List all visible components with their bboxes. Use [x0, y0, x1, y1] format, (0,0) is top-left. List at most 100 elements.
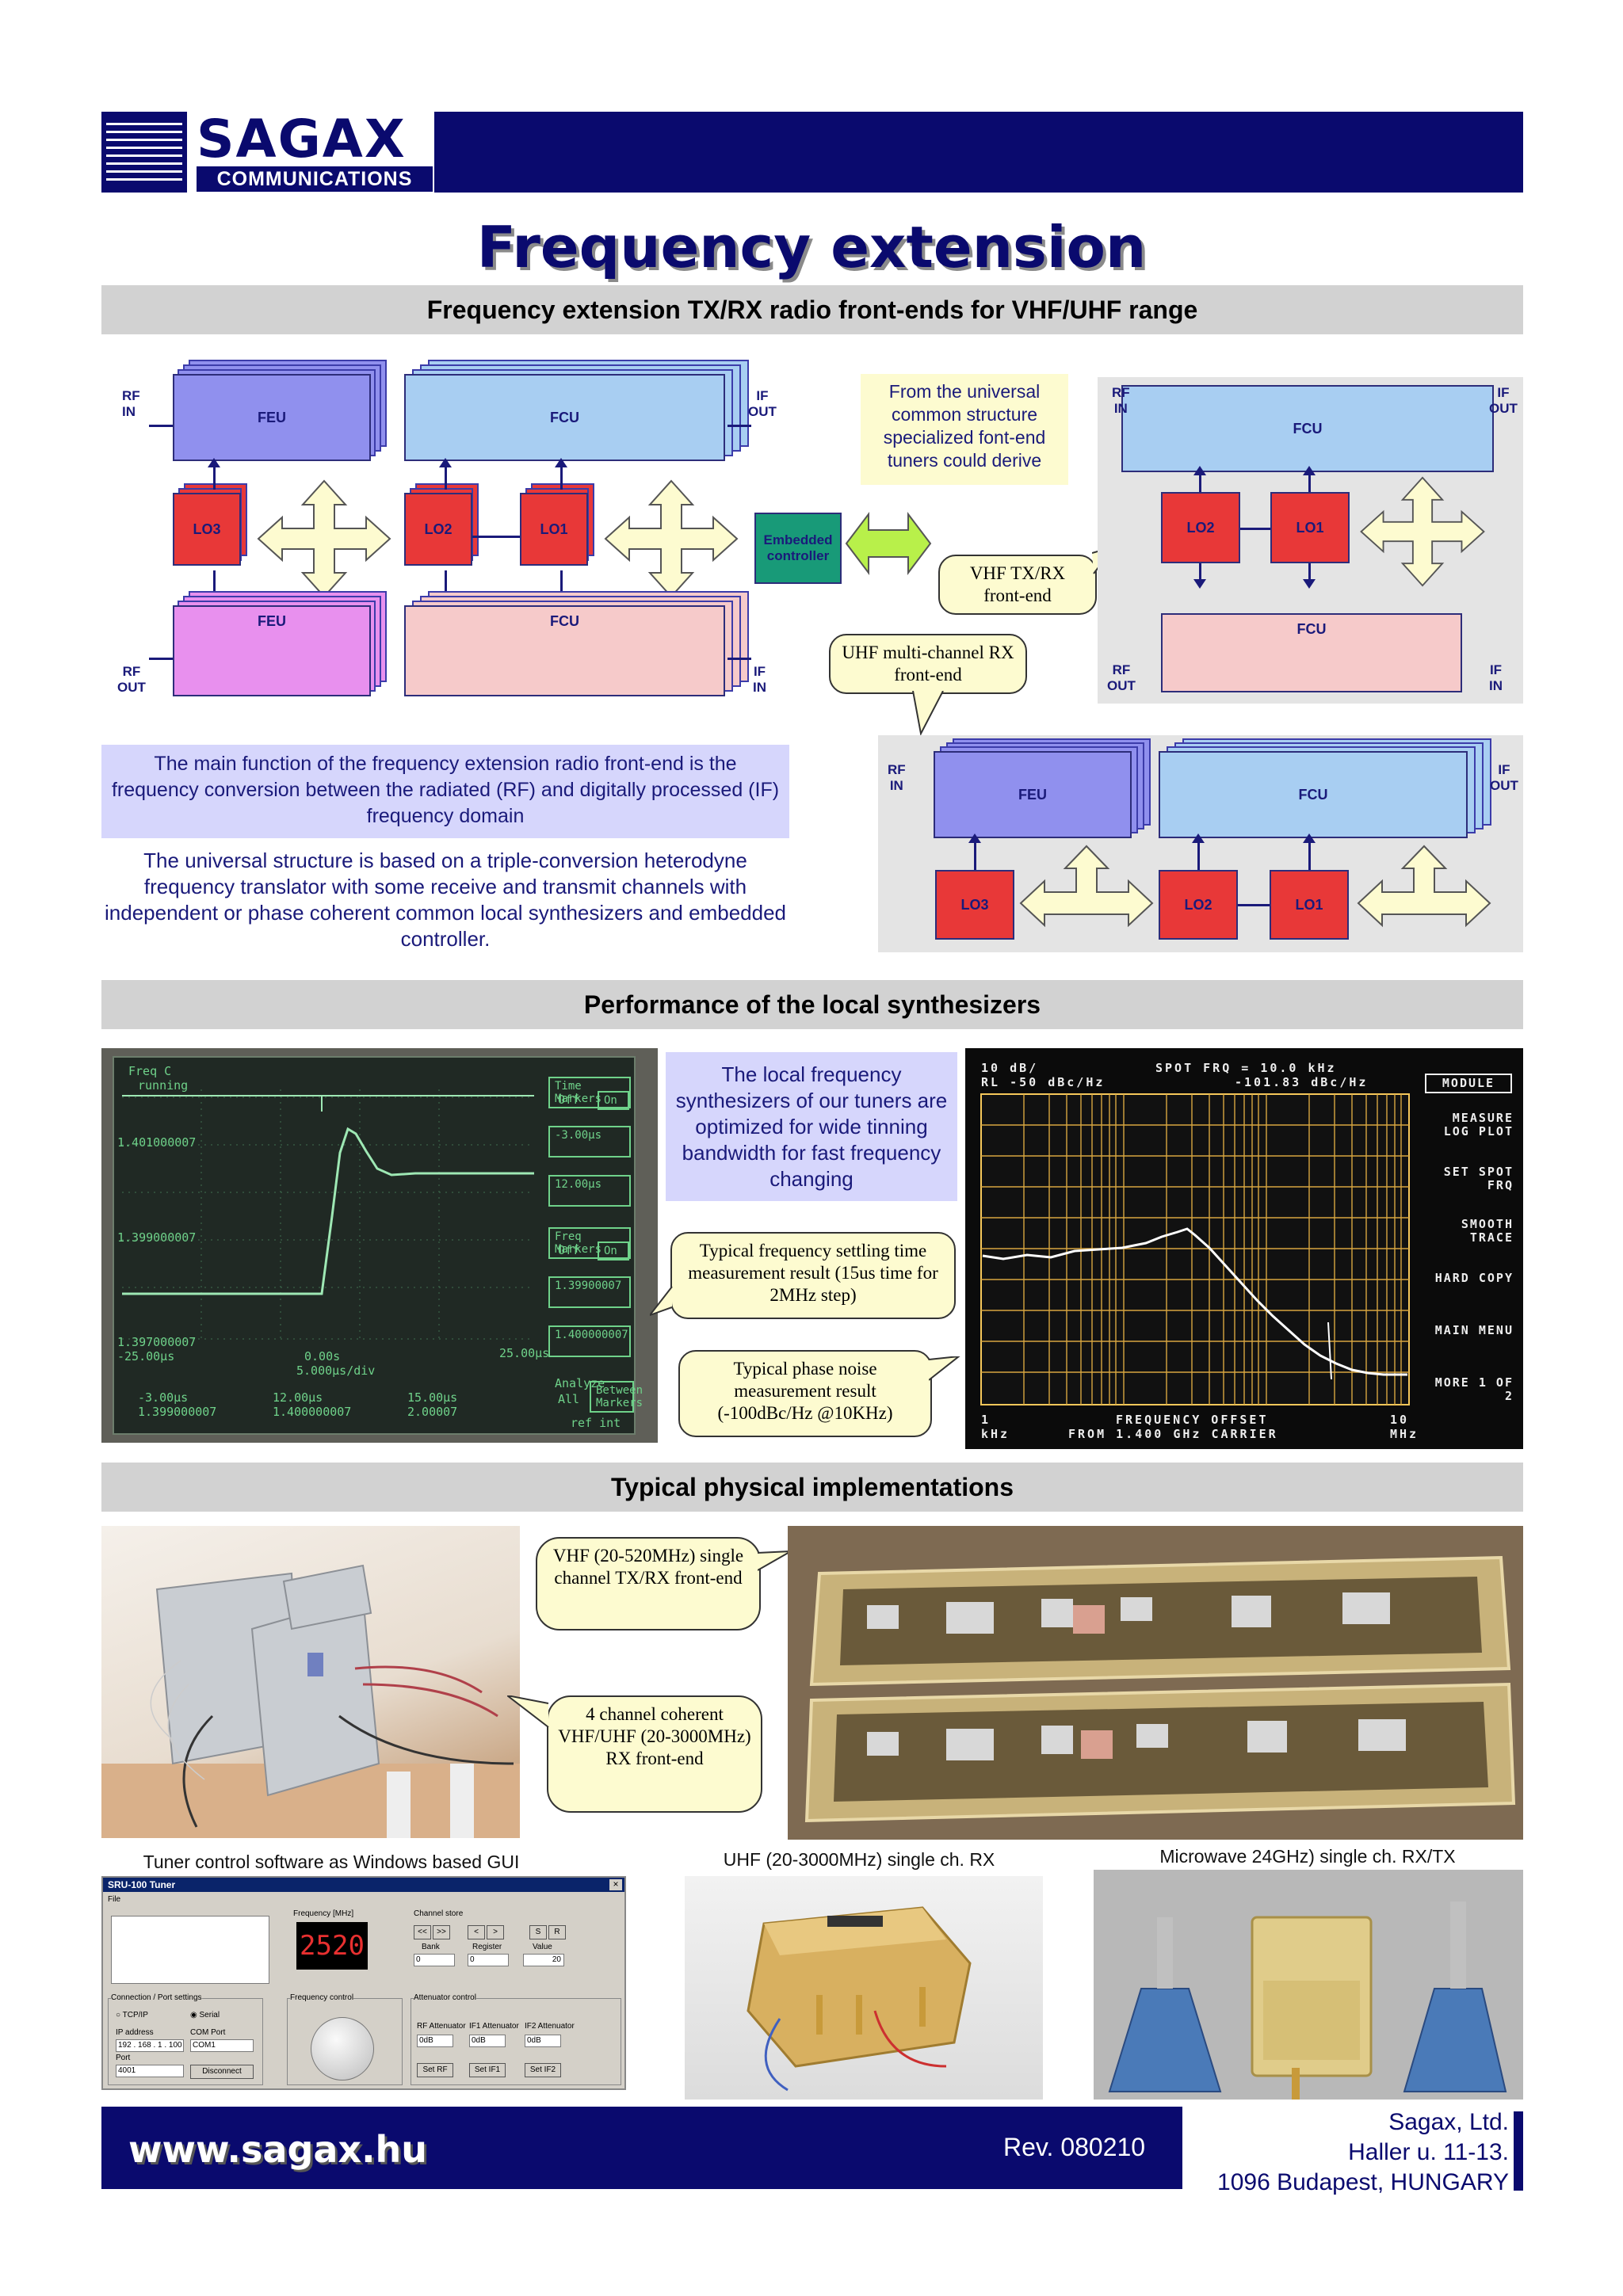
- if1-att-label: IF1 Attenuator: [469, 2022, 519, 2031]
- port-field[interactable]: 4001: [116, 2065, 184, 2077]
- feu-block-top: FEU: [173, 374, 371, 461]
- lo2-up-arrow: [439, 458, 452, 490]
- section-heading-2: Performance of the local synthesizers: [101, 980, 1523, 1029]
- com-select[interactable]: COM1: [190, 2039, 254, 2052]
- website-link[interactable]: www.sagax.hu: [128, 2128, 428, 2171]
- uhf-callout: UHF multi-channel RX front-end: [829, 634, 1027, 694]
- uhf-lo3-block: LO3: [935, 870, 1014, 940]
- file-menu[interactable]: File: [108, 1895, 121, 1904]
- set-if2-button[interactable]: Set IF2: [525, 2063, 561, 2077]
- scope-on-softkey: On: [598, 1241, 629, 1261]
- fcu-block-bottom: FCU: [404, 605, 725, 696]
- section-heading-3: Typical physical implementations: [101, 1463, 1523, 1512]
- vhf-arrow: [1303, 563, 1316, 589]
- four-channel-callout: 4 channel coherent VHF/UHF (20-3000MHz) …: [547, 1695, 762, 1813]
- smooth-trace-softkey: SMOOTH TRACE: [1461, 1217, 1514, 1245]
- bank-select[interactable]: 0: [414, 1954, 455, 1966]
- feu-top-stack: FEU: [173, 360, 395, 463]
- disconnect-button[interactable]: Disconnect: [190, 2065, 254, 2079]
- next-register-button[interactable]: >: [487, 1925, 504, 1939]
- tcpip-radio[interactable]: ○ TCP/IP: [116, 2011, 148, 2019]
- log-textarea[interactable]: [111, 1916, 269, 1984]
- vhf-lo1-block: LO1: [1270, 492, 1350, 563]
- com-label: COM Port: [190, 2028, 226, 2037]
- value-field[interactable]: 20: [523, 1954, 564, 1966]
- analyzer-x-end-unit: MHz: [1390, 1427, 1419, 1441]
- scope-marker2: 12.00µs: [273, 1390, 323, 1405]
- universal-structure-note: From the universal common structure spec…: [861, 374, 1068, 485]
- vhf-arrow: [1303, 466, 1316, 492]
- prev-register-button[interactable]: <: [468, 1925, 485, 1939]
- logo-lines-icon: [101, 112, 187, 193]
- company-address: Sagax, Ltd. Haller u. 11-13. 1096 Budape…: [1189, 2107, 1509, 2198]
- phase-noise-analyzer-photo: 10 dB/ RL -50 dBc/Hz SPOT FRQ = 10.0 kHz…: [965, 1048, 1523, 1449]
- next-bank-button[interactable]: >>: [433, 1925, 450, 1939]
- lo3-block: LO3: [173, 493, 241, 566]
- register-label: Register: [472, 1943, 502, 1951]
- store-button[interactable]: S: [529, 1925, 547, 1939]
- ip-field[interactable]: 192 . 168 . 1 . 100: [116, 2039, 184, 2052]
- tuning-knob-icon[interactable]: [311, 2017, 374, 2081]
- channel-store-label: Channel store: [414, 1909, 464, 1918]
- close-icon[interactable]: ×: [609, 1879, 622, 1890]
- analyzer-x-label: FREQUENCY OFFSET: [1116, 1413, 1269, 1427]
- if2-att-label: IF2 Attenuator: [525, 2022, 575, 2031]
- frequency-display: 2520: [296, 1922, 368, 1970]
- rf-att-select[interactable]: 0dB: [417, 2035, 453, 2047]
- rf-out-arrow: [149, 658, 173, 660]
- callout-pointer: [650, 1287, 673, 1317]
- uhf-feu-stack: FEU: [934, 738, 1155, 843]
- synthesizer-note: The local frequency synthesizers of our …: [666, 1052, 957, 1201]
- freq-markers-softkey: Freq Markers: [548, 1227, 631, 1259]
- set-if1-button[interactable]: Set IF1: [469, 2063, 506, 2077]
- time-marker-1-field: -3.00µs: [548, 1126, 631, 1158]
- scope-freq1: 1.399000007: [138, 1405, 217, 1419]
- if-in-arrow: [727, 658, 751, 660]
- logo-name: SAGAX: [197, 109, 407, 170]
- vhf-lo-link: [1240, 528, 1270, 530]
- scope-status: running: [138, 1078, 189, 1093]
- connection-label: Connection / Port settings: [111, 1993, 202, 2002]
- fcu-bottom-stack: FCU: [404, 591, 753, 698]
- prev-bank-button[interactable]: <<: [414, 1925, 431, 1939]
- uhf-lo-link: [1238, 904, 1270, 906]
- if1-att-select[interactable]: 0dB: [469, 2035, 506, 2047]
- ip-label: IP address: [116, 2028, 154, 2037]
- if2-att-select[interactable]: 0dB: [525, 2035, 561, 2047]
- serial-radio[interactable]: ◉ Serial: [190, 2011, 220, 2019]
- microwave-rxtx-photo: [1094, 1870, 1523, 2100]
- vhf-callout: VHF TX/RX front-end: [938, 555, 1097, 615]
- tuner-hardware-image: [101, 1564, 520, 1838]
- logo-subtitle: COMMUNICATIONS: [197, 166, 433, 192]
- analyzer-x-start-unit: kHz: [981, 1427, 1010, 1441]
- scope-off: Off: [558, 1243, 580, 1257]
- double-arrow-icon: [845, 512, 932, 575]
- scope-y-bot: 1.397000007: [117, 1335, 197, 1349]
- bus-arrow-icon: [604, 479, 739, 598]
- callout-pointer: [929, 1356, 960, 1381]
- company-city: 1096 Budapest, HUNGARY: [1217, 2169, 1509, 2195]
- set-rf-button[interactable]: Set RF: [417, 2063, 453, 2077]
- fcu-block-top: FCU: [404, 374, 725, 461]
- universal-structure-text: The universal structure is based on a tr…: [105, 849, 786, 951]
- vhf-single-channel-callout: VHF (20-520MHz) single channel TX/RX fro…: [536, 1537, 761, 1630]
- callout-pointer: [912, 691, 944, 737]
- company-street: Haller u. 11-13.: [1348, 2139, 1509, 2165]
- uhf-photo-label: UHF (20-3000MHz) single ch. RX: [723, 1849, 995, 1870]
- scope-y-top: 1.401000007: [117, 1135, 197, 1150]
- main-function-text: The main function of the frequency exten…: [101, 745, 789, 838]
- tuner-gui-window: SRU-100 Tuner × File Frequency [MHz] 252…: [101, 1876, 626, 2090]
- scope-x-left: -25.00µs: [117, 1349, 175, 1363]
- register-select[interactable]: 0: [468, 1954, 509, 1966]
- uhf-fcu-stack: FCU: [1159, 738, 1491, 843]
- recall-button[interactable]: R: [548, 1925, 566, 1939]
- address-accent-bar: [1514, 2111, 1523, 2191]
